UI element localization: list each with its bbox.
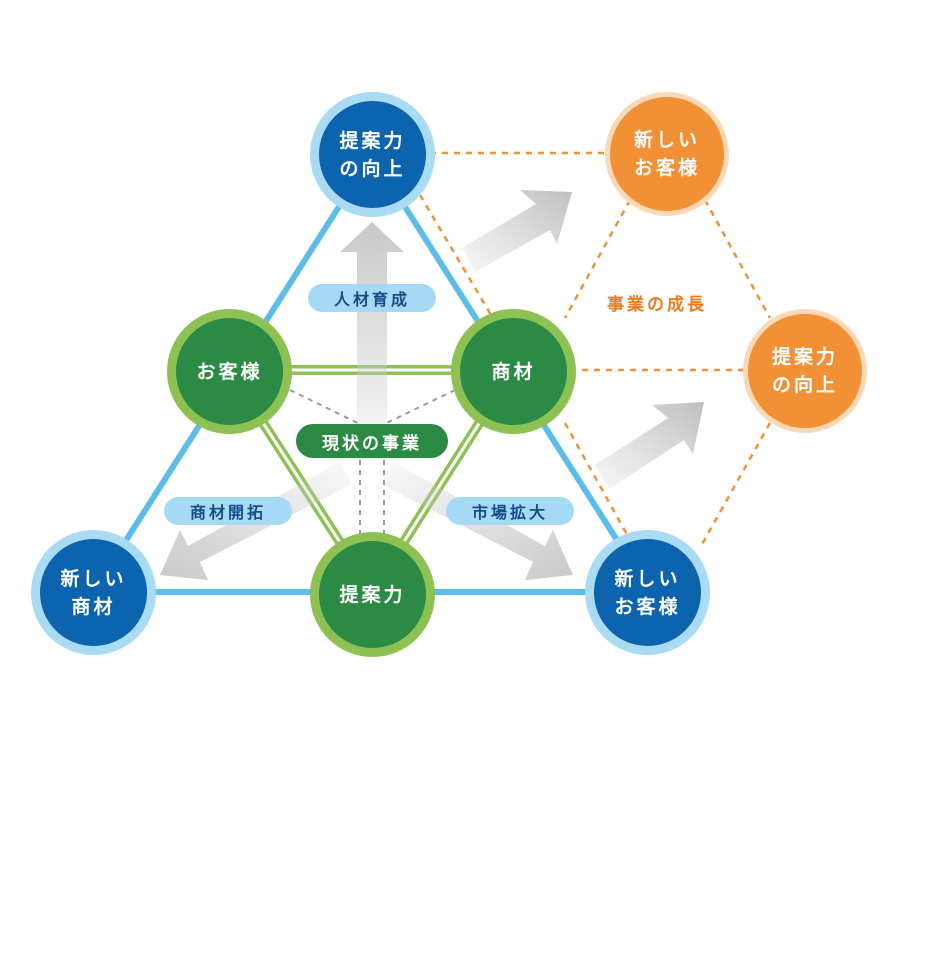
node-customers: お客様 [167,309,292,434]
market-expansion-label: 市場拡大 [446,497,574,525]
node-products: 商材 [451,309,576,434]
node-label: 新しい 商材 [60,567,127,618]
node-new-products: 新しい 商材 [31,530,156,655]
up-arrow [340,222,404,460]
node-new-customers-growth: 新しい お客様 [605,92,729,216]
current-business-label: 現状の事業 [296,424,448,458]
growth-dashed-outline [418,151,772,549]
business-growth-caption: 事業の成長 [607,295,707,315]
current-business-text: 現状の事業 [322,433,422,454]
node-label: 新しい お客様 [614,567,681,618]
node-label: お客様 [196,360,263,383]
node-proposal-improvement-growth: 提案力 の向上 [743,309,867,433]
product-development-label: 商材開拓 [164,497,292,525]
node-label: 提案力 [339,583,406,606]
node-new-customers: 新しい お客様 [585,530,710,655]
growth-arrow-upper [462,190,572,272]
node-label: 提案力 の向上 [339,129,406,180]
product-development-text: 商材開拓 [189,503,266,522]
market-expansion-text: 市場拡大 [471,503,548,522]
node-proposal: 提案力 [310,532,435,657]
talent-development-label: 人材育成 [308,284,436,312]
node-label: 提案力 の向上 [771,346,838,396]
node-label: 商材 [491,360,536,383]
center-spokes [289,389,456,540]
growth-arrow-lower [595,402,704,489]
talent-development-text: 人材育成 [333,290,410,309]
node-label: 新しい お客様 [633,129,700,179]
node-proposal-improvement-top: 提案力 の向上 [310,92,435,217]
